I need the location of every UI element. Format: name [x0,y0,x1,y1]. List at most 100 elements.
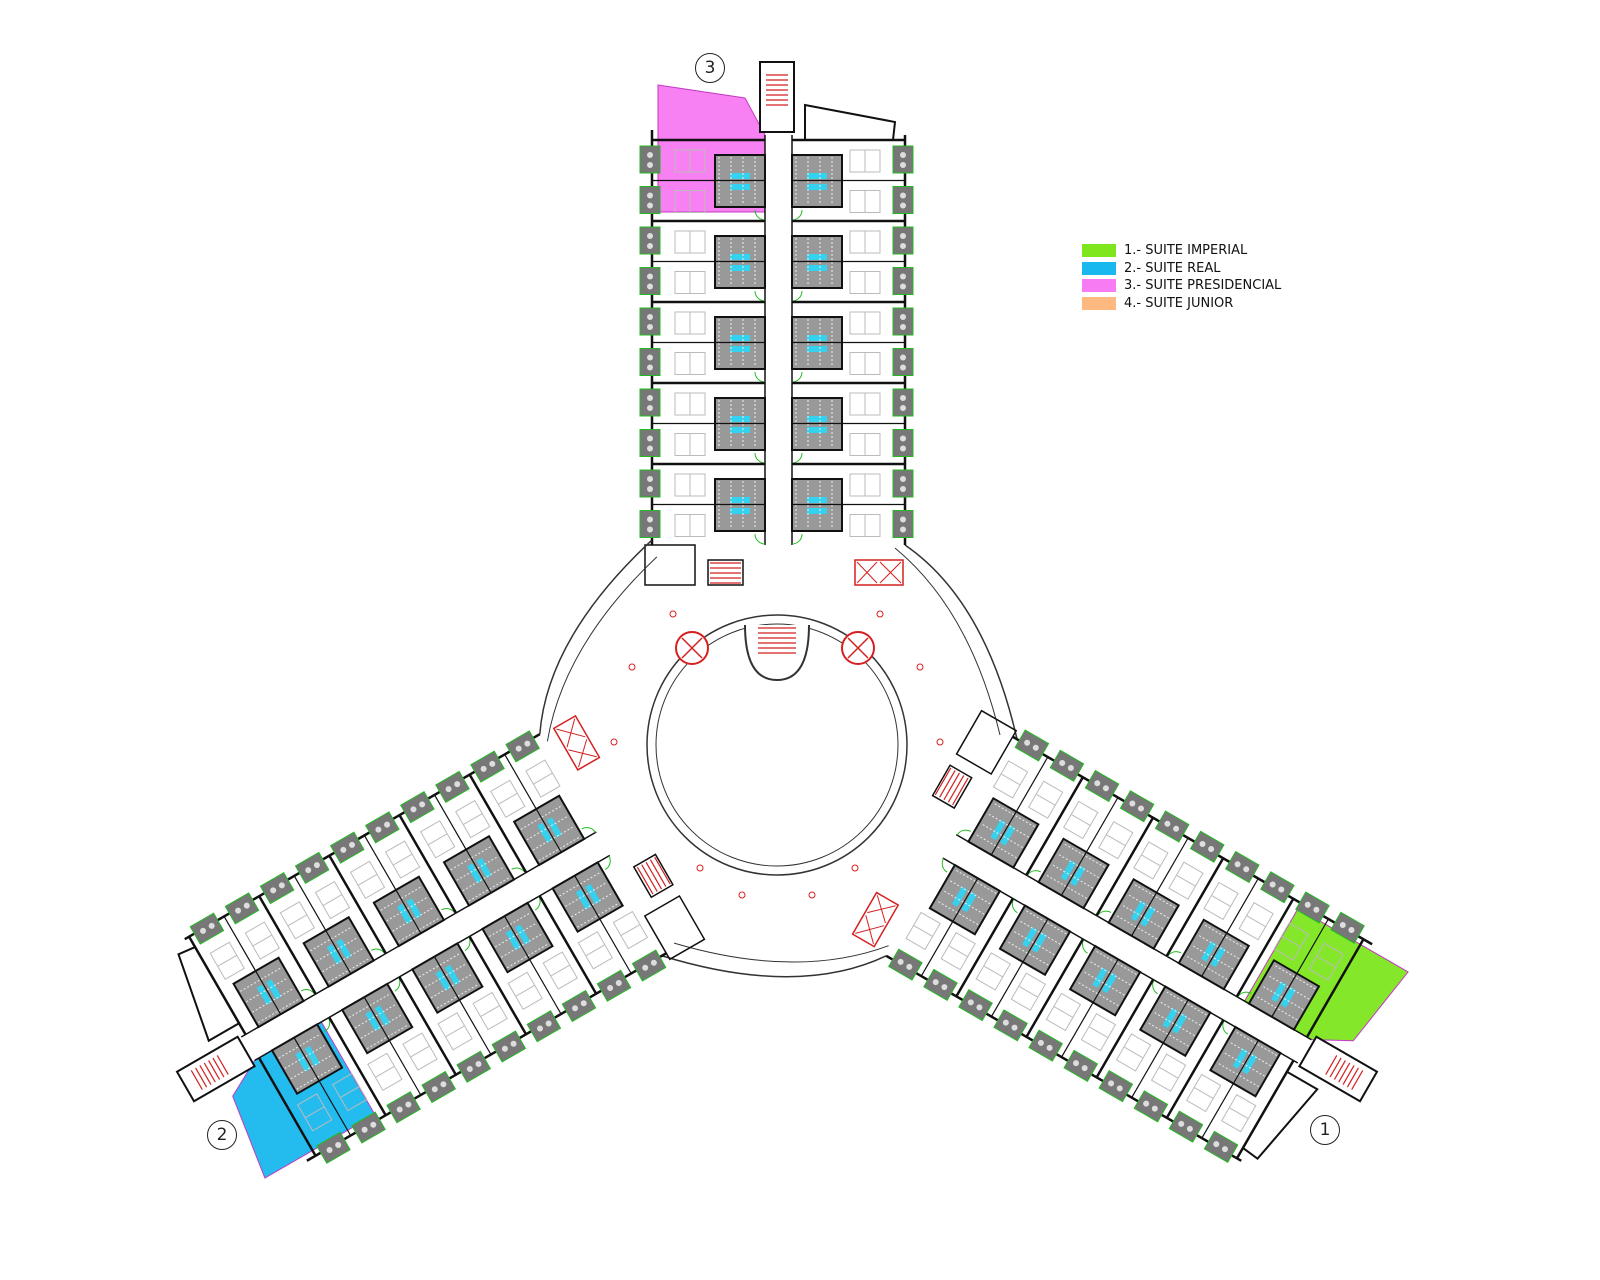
balcony-chair [1011,1024,1018,1031]
bed [1308,942,1344,981]
room-partition [574,875,632,974]
base-stair [931,764,973,810]
bed-divider [392,853,413,866]
balcony-chair [326,1146,333,1153]
balcony-chair [900,192,906,199]
column [936,738,944,746]
bed-divider [1211,894,1231,907]
balcony-chair [900,395,906,401]
room-partition [398,976,457,1076]
balcony-chair [906,963,913,970]
balcony [892,267,914,295]
bath-fixture [961,891,977,913]
bath-fixture [807,497,827,503]
bath-fixture [1172,1013,1188,1034]
balcony-chair [501,1045,508,1052]
bed-divider [983,965,1004,978]
balcony-chair [340,846,347,853]
elevator-cross [681,637,703,659]
bed-divider [445,1025,465,1038]
balcony-chair [1037,1039,1044,1046]
end-stair-tower [1298,1035,1379,1103]
bed-divider [1316,955,1337,968]
balcony-chair [647,364,653,371]
bath-fixture [546,817,562,838]
balcony-chair [1024,739,1031,746]
stair-tread [212,1057,225,1078]
bath-fixture [537,822,553,844]
legend: 1.- SUITE IMPERIAL 2.- SUITE REAL 3.- SU… [1082,242,1281,312]
bath-fixture [1000,825,1016,846]
bed-divider [515,984,535,997]
balcony [1224,850,1260,884]
bath-fixture [374,1005,391,1026]
balcony-chair [1081,1065,1088,1072]
north-wing [639,61,1018,740]
door-swing [604,855,611,870]
balcony [639,186,661,214]
base-elevators [552,714,601,771]
balcony-chair [278,882,285,889]
stair-tread [1338,1062,1351,1083]
base-elevators [851,891,900,948]
balcony-chair [976,1004,983,1011]
bath-fixture [467,863,483,884]
room-partition [1235,1059,1295,1159]
balcony [892,307,914,336]
bed-divider [1018,985,1039,998]
balcony-chair [515,745,522,752]
balcony [505,730,540,763]
bath-fixture [730,173,750,179]
room-partition [920,877,979,977]
bed-divider [533,772,553,785]
balcony-chair [647,233,653,239]
door-swing [791,209,803,221]
room-partition [1165,1019,1225,1119]
balcony-chair [536,1025,543,1032]
balcony [259,872,295,905]
balcony-chair [647,202,653,209]
balcony-chair [647,243,653,249]
room-partition [1095,817,1155,917]
balcony [892,429,914,457]
balcony-chair [1221,1146,1228,1153]
courtyard-outer-ring [646,614,908,876]
bath-fixture [435,970,451,991]
balcony [329,831,365,864]
bed-divider [462,813,483,825]
balcony [294,851,330,884]
room-partition [293,875,352,975]
balcony-chair [900,486,906,492]
balcony-chair [200,927,207,934]
bath-fixture [1101,972,1118,994]
room-partition [1305,938,1365,1038]
hub-outer-wall [539,539,653,735]
bath-fixture [730,254,750,260]
stair-tread [1325,1055,1338,1075]
balcony-chair [1072,1060,1079,1067]
balcony-chair [647,283,653,290]
balcony-chair [375,826,382,833]
legend-item-presidencial: 3.- SUITE PRESIDENCIAL [1082,277,1281,295]
bed-divider [1000,773,1021,786]
door-swing [754,371,766,383]
bath-fixture [730,508,750,514]
room-partition [1235,898,1295,998]
stair-tread [636,866,654,895]
service-room [644,544,696,586]
swatch-real [1082,261,1116,275]
balcony [1049,749,1085,782]
bath-fixture [304,1045,320,1067]
balcony-chair [1143,1100,1150,1107]
balcony-chair [1348,927,1355,934]
bath-fixture [1060,860,1076,881]
balcony-chair [466,1065,473,1072]
balcony [491,1030,527,1063]
stair-tread [654,856,671,885]
balcony-chair [489,760,496,767]
bed-divider [340,1086,360,1099]
bath-fixture [476,857,492,879]
elevator-cross [556,718,597,768]
column [610,738,618,746]
balcony [364,811,400,844]
